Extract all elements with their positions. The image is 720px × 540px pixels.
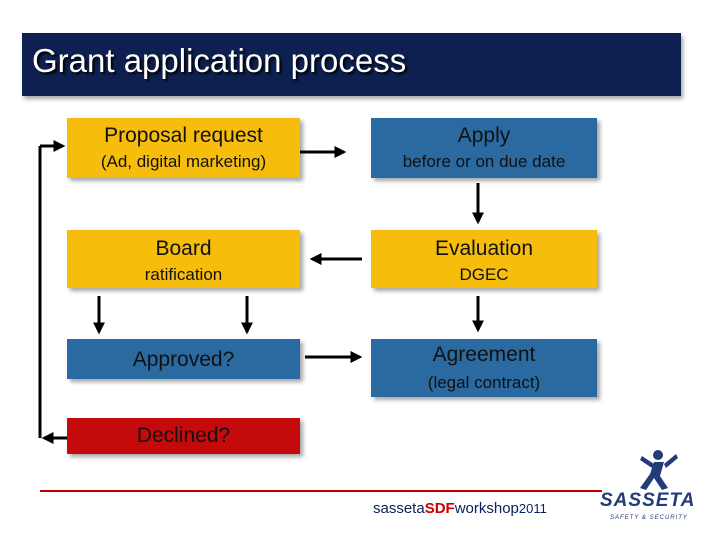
- approved-label: Approved?: [132, 348, 235, 371]
- footer-divider: [40, 490, 602, 492]
- footer-year: 2011: [518, 501, 547, 516]
- box-declined: Declined?: [67, 418, 300, 454]
- logo-tagline: SAFETY & SECURITY: [610, 515, 688, 521]
- agreement-sub: (legal contract): [427, 373, 541, 392]
- footer-caption: sassetaSDFworkshop2011: [373, 500, 547, 517]
- box-approved: Approved?: [67, 339, 300, 379]
- agreement-label: Agreement: [432, 343, 536, 366]
- proposal-sub: (Ad, digital marketing): [100, 152, 267, 171]
- declined-label: Declined?: [136, 424, 231, 447]
- footer-part1: sasseta: [373, 500, 425, 517]
- proposal-label: Proposal request: [104, 124, 263, 147]
- board-sub: ratification: [144, 265, 223, 284]
- box-agreement: Agreement (legal contract): [371, 339, 597, 397]
- box-evaluation: Evaluation DGEC: [371, 230, 597, 288]
- apply-label: Apply: [457, 124, 511, 147]
- evaluation-sub: DGEC: [459, 265, 509, 284]
- apply-sub: before or on due date: [402, 152, 566, 171]
- footer-part3: workshop: [454, 500, 519, 517]
- box-board: Board ratification: [67, 230, 300, 288]
- evaluation-label: Evaluation: [434, 237, 534, 260]
- footer-sdf: SDF: [424, 500, 455, 517]
- sasseta-logo: SASSETA SAFETY & SECURITY: [596, 444, 712, 530]
- logo-wordmark: SASSETA: [600, 490, 696, 511]
- logo-figure-icon: [640, 450, 678, 490]
- page-title: Grant application process: [32, 42, 407, 79]
- box-proposal-request: Proposal request (Ad, digital marketing): [67, 118, 300, 178]
- title-bar: Grant application process: [22, 33, 681, 96]
- box-apply: Apply before or on due date: [371, 118, 597, 178]
- board-label: Board: [155, 237, 212, 260]
